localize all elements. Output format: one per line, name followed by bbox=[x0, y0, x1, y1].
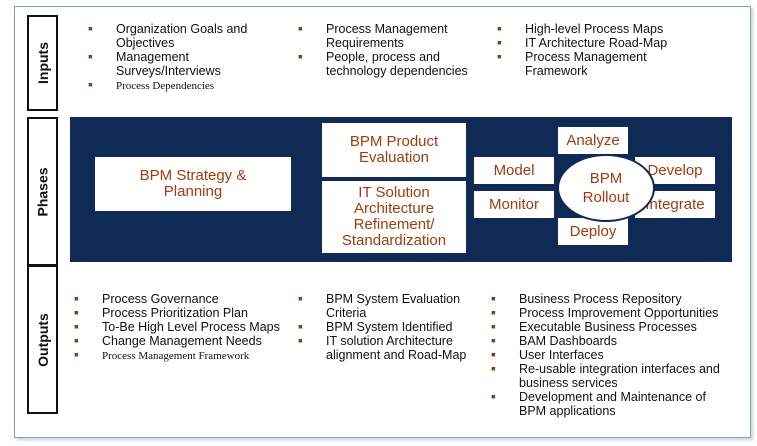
square-bullet-icon: ▪ bbox=[74, 318, 79, 334]
square-bullet-icon: ▪ bbox=[298, 332, 303, 348]
list-item: ▪To-Be High Level Process Maps bbox=[74, 318, 280, 334]
list-item: ▪BAM Dashboards bbox=[491, 332, 617, 348]
list-item: ▪Process Management Requirements bbox=[298, 20, 448, 50]
square-bullet-icon: ▪ bbox=[491, 332, 496, 348]
inputs-list-2: ▪Process Management Requirements ▪People… bbox=[298, 20, 478, 78]
deploy-label: Deploy bbox=[569, 222, 617, 240]
square-bullet-icon: ▪ bbox=[88, 20, 93, 36]
list-item: ▪Process Prioritization Plan bbox=[74, 304, 248, 320]
square-bullet-icon: ▪ bbox=[497, 34, 502, 50]
deploy-box: Deploy bbox=[558, 218, 628, 245]
square-bullet-icon: ▪ bbox=[88, 48, 93, 64]
list-item: ▪User Interfaces bbox=[491, 346, 604, 362]
list-item: ▪People, process and technology dependen… bbox=[298, 48, 468, 78]
inputs-label-box: Inputs bbox=[27, 15, 58, 111]
square-bullet-icon: ▪ bbox=[491, 388, 496, 404]
it-solution-box: IT Solution Architecture Refinement/ Sta… bbox=[322, 181, 466, 253]
list-item: ▪Business Process Repository bbox=[491, 290, 682, 306]
list-item: ▪Change Management Needs bbox=[74, 332, 262, 348]
square-bullet-icon: ▪ bbox=[497, 20, 502, 36]
analyze-box: Analyze bbox=[558, 127, 628, 154]
bpm-product-eval-label: BPM Product Evaluation bbox=[349, 133, 439, 166]
square-bullet-icon: ▪ bbox=[491, 304, 496, 320]
inputs-list-3: ▪High-level Process Maps ▪IT Architectur… bbox=[497, 20, 707, 78]
list-item: ▪Process Management Framework bbox=[497, 48, 647, 78]
square-bullet-icon: ▪ bbox=[74, 346, 79, 362]
bpm-strategy-box: BPM Strategy & Planning bbox=[95, 157, 291, 211]
list-item: ▪Process Management Framework bbox=[74, 346, 250, 362]
square-bullet-icon: ▪ bbox=[491, 290, 496, 306]
inputs-list-1: ▪Organization Goals and Objectives ▪Mana… bbox=[88, 20, 278, 93]
develop-label: Develop bbox=[647, 161, 703, 179]
integrate-label: Integrate bbox=[645, 195, 705, 213]
square-bullet-icon: ▪ bbox=[298, 290, 303, 306]
square-bullet-icon: ▪ bbox=[491, 346, 496, 362]
bpm-rollout-label: BPM Rollout bbox=[582, 170, 630, 206]
square-bullet-icon: ▪ bbox=[497, 48, 502, 64]
model-label: Model bbox=[493, 161, 535, 179]
square-bullet-icon: ▪ bbox=[298, 20, 303, 36]
list-item: ▪IT Architecture Road-Map bbox=[497, 34, 668, 50]
it-solution-label: IT Solution Architecture Refinement/ Sta… bbox=[341, 184, 447, 249]
square-bullet-icon: ▪ bbox=[298, 48, 303, 64]
list-item: ▪Management Surveys/Interviews bbox=[88, 48, 221, 78]
outputs-list-1: ▪Process Governance ▪Process Prioritizat… bbox=[74, 290, 294, 363]
square-bullet-icon: ▪ bbox=[74, 332, 79, 348]
outputs-list-2: ▪BPM System Evaluation Criteria ▪BPM Sys… bbox=[298, 290, 473, 362]
list-item: ▪IT solution Architecture alignment and … bbox=[298, 332, 467, 362]
monitor-label: Monitor bbox=[488, 195, 540, 213]
bpm-product-eval-box: BPM Product Evaluation bbox=[322, 123, 466, 177]
list-item: ▪Process Governance bbox=[74, 290, 219, 306]
square-bullet-icon: ▪ bbox=[88, 76, 93, 92]
list-item: ▪Process Dependencies bbox=[88, 76, 215, 92]
list-item: ▪High-level Process Maps bbox=[497, 20, 664, 36]
square-bullet-icon: ▪ bbox=[74, 290, 79, 306]
list-item: ▪Re-usable integration interfaces and bu… bbox=[491, 360, 720, 390]
list-item: ▪Process Improvement Opportunities bbox=[491, 304, 719, 320]
phases-label-box: Phases bbox=[27, 117, 58, 266]
square-bullet-icon: ▪ bbox=[74, 304, 79, 320]
square-bullet-icon: ▪ bbox=[491, 360, 496, 376]
inputs-label: Inputs bbox=[34, 42, 51, 84]
monitor-box: Monitor bbox=[474, 191, 554, 218]
list-item: ▪Executable Business Processes bbox=[491, 318, 697, 334]
square-bullet-icon: ▪ bbox=[491, 318, 496, 334]
analyze-label: Analyze bbox=[566, 131, 620, 149]
model-box: Model bbox=[474, 157, 554, 184]
bpm-strategy-label: BPM Strategy & Planning bbox=[139, 167, 247, 200]
outputs-list-3: ▪Business Process Repository ▪Process Im… bbox=[491, 290, 721, 418]
outputs-label-box: Outputs bbox=[27, 265, 58, 414]
list-item: ▪BPM System Identified bbox=[298, 318, 453, 334]
list-item: ▪BPM System Evaluation Criteria bbox=[298, 290, 461, 320]
square-bullet-icon: ▪ bbox=[298, 318, 303, 334]
list-item: ▪Development and Maintenance of BPM appl… bbox=[491, 388, 706, 418]
outputs-label: Outputs bbox=[34, 312, 51, 367]
list-item: ▪Organization Goals and Objectives bbox=[88, 20, 248, 50]
bpm-rollout-circle: BPM Rollout bbox=[557, 154, 655, 222]
phases-label: Phases bbox=[34, 166, 51, 217]
